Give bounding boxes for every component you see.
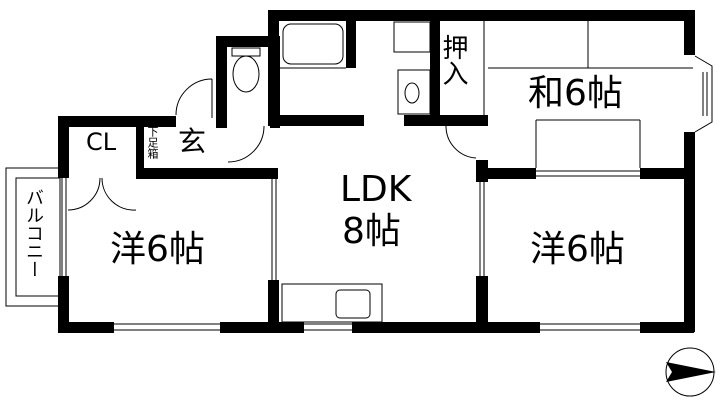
room-label-ldk: LDK xyxy=(340,169,412,210)
walls xyxy=(58,10,695,333)
bathtub xyxy=(282,23,344,65)
room-label-entrance: 玄 xyxy=(178,125,207,158)
bay-window xyxy=(694,55,713,133)
kitchen-counter xyxy=(281,283,383,323)
wash-basin xyxy=(397,69,431,115)
room-label-youshitsu-left: 洋6帖 xyxy=(110,229,205,270)
room-label-shoe-box: 下足箱 xyxy=(146,126,159,159)
room-label-balcony: バルコニー xyxy=(23,188,44,278)
room-label-washitsu: 和6帖 xyxy=(528,73,623,114)
balcony-inner xyxy=(15,177,61,297)
kitchen-sink xyxy=(335,289,371,319)
toilet xyxy=(232,55,260,93)
compass-arrow-icon xyxy=(666,362,716,382)
room-label-closet: CL xyxy=(86,128,117,156)
washing-machine xyxy=(393,21,431,53)
room-label-youshitsu-right: 洋6帖 xyxy=(530,229,625,270)
room-label-oshiire: 押入 xyxy=(438,34,468,86)
room-label-ldk-size: 8帖 xyxy=(342,211,401,252)
